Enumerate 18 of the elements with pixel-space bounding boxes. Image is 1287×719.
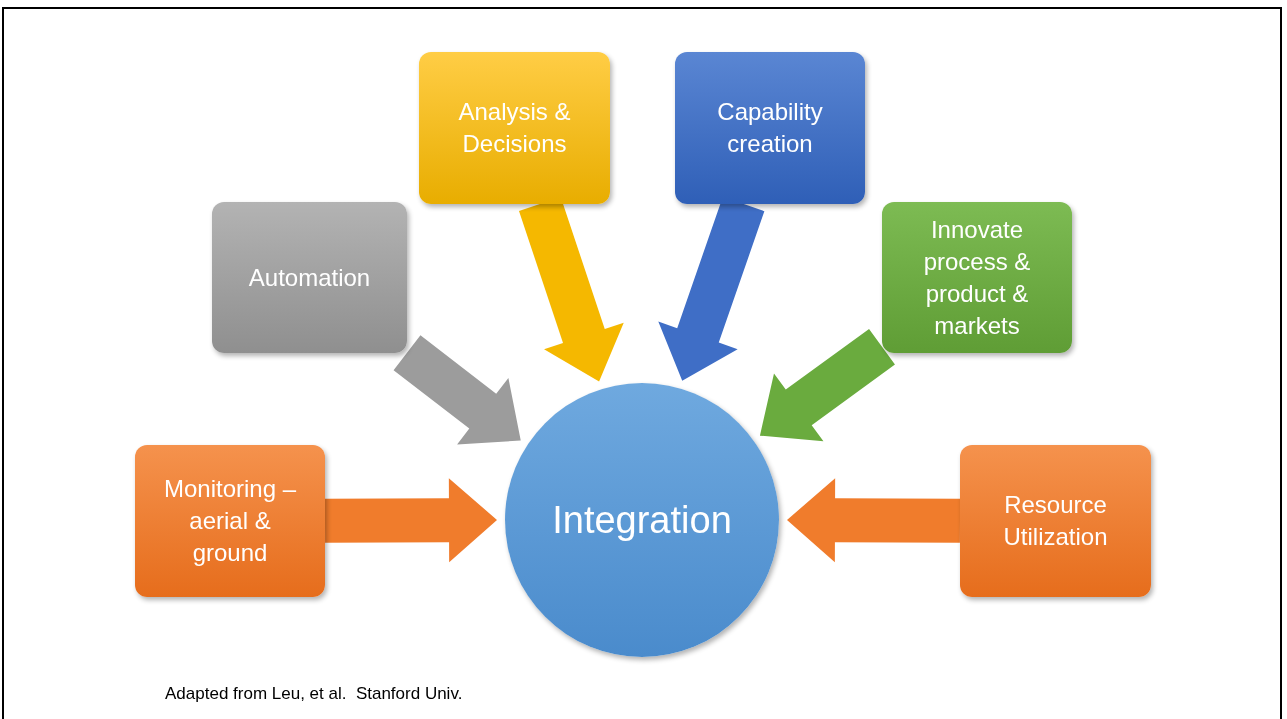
- block-arrow: [759, 328, 895, 442]
- process-box: [212, 202, 407, 353]
- block-arrow: [393, 335, 521, 445]
- block-arrow: [787, 478, 961, 563]
- box-label: Monitoring – aerial & ground: [162, 474, 298, 568]
- block-arrow: [324, 478, 497, 563]
- box-label: Capability creation: [716, 97, 824, 159]
- box-label: Analysis & Decisions: [457, 97, 572, 159]
- process-box: [135, 445, 325, 597]
- box-label: Innovate process & product & markets: [922, 214, 1032, 341]
- source-caption: Adapted from Leu, et al. Stanford Univ.: [165, 684, 463, 704]
- process-box: [960, 445, 1151, 597]
- process-box: [882, 202, 1072, 353]
- process-box: [419, 52, 610, 204]
- process-box: [675, 52, 865, 204]
- box-label: Resource Utilization: [1002, 490, 1109, 552]
- hub-label: Integration: [551, 498, 733, 542]
- box-label: Automation: [247, 262, 372, 293]
